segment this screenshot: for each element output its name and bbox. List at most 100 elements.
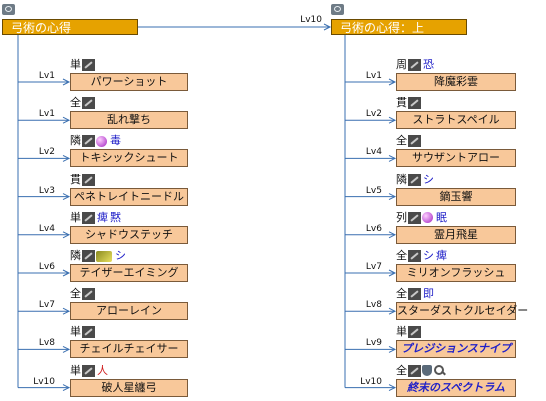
skill-node: パワーショット <box>70 73 188 91</box>
skill-level-label: Lv8 <box>38 338 55 349</box>
branch-arrow <box>62 269 71 277</box>
skill-node: テイザーエイミング <box>70 264 188 282</box>
skill-tags: 全 <box>70 287 95 301</box>
branch-arrow <box>388 78 397 86</box>
skill-node: プレジションスナイプ <box>396 340 516 359</box>
target-type-label: 全 <box>70 287 81 301</box>
target-type-label: 隣 <box>396 172 407 186</box>
skill-level-label: Lv4 <box>365 147 382 158</box>
skill-node: ストラトスペイル <box>396 111 516 130</box>
tree-title: 弓術の心得：上 <box>331 19 467 35</box>
branch-arrow <box>62 384 71 392</box>
target-type-label: 単 <box>70 325 81 339</box>
skill-level-label: Lv2 <box>38 147 55 158</box>
skill-tags: 全 シ痺 <box>396 249 447 263</box>
skill-level-label: Lv2 <box>365 109 382 120</box>
branch-arrow <box>388 116 397 124</box>
skill-node: 乱れ撃ち <box>70 111 188 130</box>
skill-level-label: Lv1 <box>38 109 55 120</box>
skill-level-label: Lv10 <box>360 376 382 387</box>
skill-node: 降魔彩雲 <box>396 73 516 91</box>
target-type-label: 全 <box>396 287 407 301</box>
status-effect-label: シ <box>423 249 434 262</box>
skill-node: ペネトレイトニードル <box>70 187 188 206</box>
skill-level-label: Lv3 <box>38 185 55 196</box>
shield-icon <box>422 365 432 377</box>
skill-tags: 周恐 <box>396 58 434 72</box>
branch-arrow <box>62 231 71 239</box>
skill-level-label: Lv6 <box>38 262 55 272</box>
target-type-label: 全 <box>396 249 407 262</box>
unlock-connector-arrow <box>323 23 332 31</box>
bow-weapon-icon <box>408 135 421 148</box>
target-type-label: 隣 <box>70 134 81 148</box>
skill-node: 霊月飛星 <box>396 225 516 244</box>
skill-tags: 単痺黙 <box>70 211 121 225</box>
skill-node: サウザントアロー <box>396 149 516 168</box>
branch-arrow <box>388 154 397 162</box>
skill-tags: 全即 <box>396 287 434 301</box>
status-effect-label: 人 <box>97 363 108 377</box>
status-effect-label: 即 <box>423 287 434 301</box>
branch-arrow <box>62 345 71 353</box>
skill-level-label: Lv1 <box>365 71 382 81</box>
skill-node: 破人星纏弓 <box>70 378 188 397</box>
bow-weapon-icon <box>82 250 95 262</box>
branch-arrow <box>388 307 397 315</box>
target-type-label: 全 <box>70 96 81 110</box>
skill-tags: 全 <box>396 134 421 148</box>
status-effect-label: 恐 <box>423 58 434 71</box>
bow-weapon-icon <box>82 288 95 301</box>
target-type-label: 隣 <box>70 249 81 262</box>
target-type-label: 単 <box>70 363 81 377</box>
orb-icon <box>96 135 107 147</box>
skill-tags: 全 <box>396 364 447 378</box>
branch-arrow <box>62 116 71 124</box>
target-type-label: 列 <box>396 210 407 224</box>
skill-tags: 単 <box>396 325 421 339</box>
bow-weapon-icon <box>408 364 421 377</box>
status-effect-label: シ <box>115 249 126 262</box>
orb-icon <box>422 212 433 224</box>
skill-tags: 隣毒 <box>70 134 121 148</box>
skill-node: チェイルチェイサー <box>70 340 188 359</box>
skill-tags: 単人 <box>70 364 108 378</box>
skill-node: トキシックシュート <box>70 149 188 168</box>
bow-weapon-icon <box>408 173 421 186</box>
tree-emblem-icon <box>331 4 344 15</box>
target-type-label: 単 <box>70 58 81 71</box>
branch-arrow <box>388 345 397 353</box>
branch-arrow <box>388 193 397 201</box>
bow-weapon-icon <box>408 97 421 110</box>
bow-weapon-icon <box>408 211 421 224</box>
skill-level-label: Lv4 <box>38 223 55 234</box>
skill-node: シャドウステッチ <box>70 225 188 244</box>
skill-tags: 列眠 <box>396 211 447 225</box>
status-effect-label: 毒 <box>110 134 121 148</box>
tree-emblem-icon <box>2 4 15 15</box>
feather-icon <box>96 250 112 262</box>
skill-level-label: Lv7 <box>365 262 382 272</box>
status-effect-label: 痺 <box>97 210 108 224</box>
branch-arrow <box>62 78 71 86</box>
skill-level-label: Lv7 <box>38 300 55 311</box>
skill-level-label: Lv5 <box>365 185 382 196</box>
skill-level-label: Lv8 <box>365 300 382 311</box>
target-type-label: 全 <box>396 134 407 148</box>
target-type-label: 全 <box>396 363 407 377</box>
status-effect-label: 痺 <box>436 249 447 262</box>
skill-tags: 貫 <box>70 173 95 187</box>
branch-arrow <box>62 154 71 162</box>
bow-weapon-icon <box>82 135 95 148</box>
bow-weapon-icon <box>82 211 95 224</box>
status-effect-label: シ <box>423 172 434 186</box>
branch-arrow <box>62 307 71 315</box>
target-type-label: 単 <box>70 210 81 224</box>
target-type-label: 貫 <box>396 96 407 110</box>
branch-arrow <box>388 384 397 392</box>
skill-tags: 貫 <box>396 96 421 110</box>
bow-weapon-icon <box>408 59 421 71</box>
bow-weapon-icon <box>408 326 421 339</box>
